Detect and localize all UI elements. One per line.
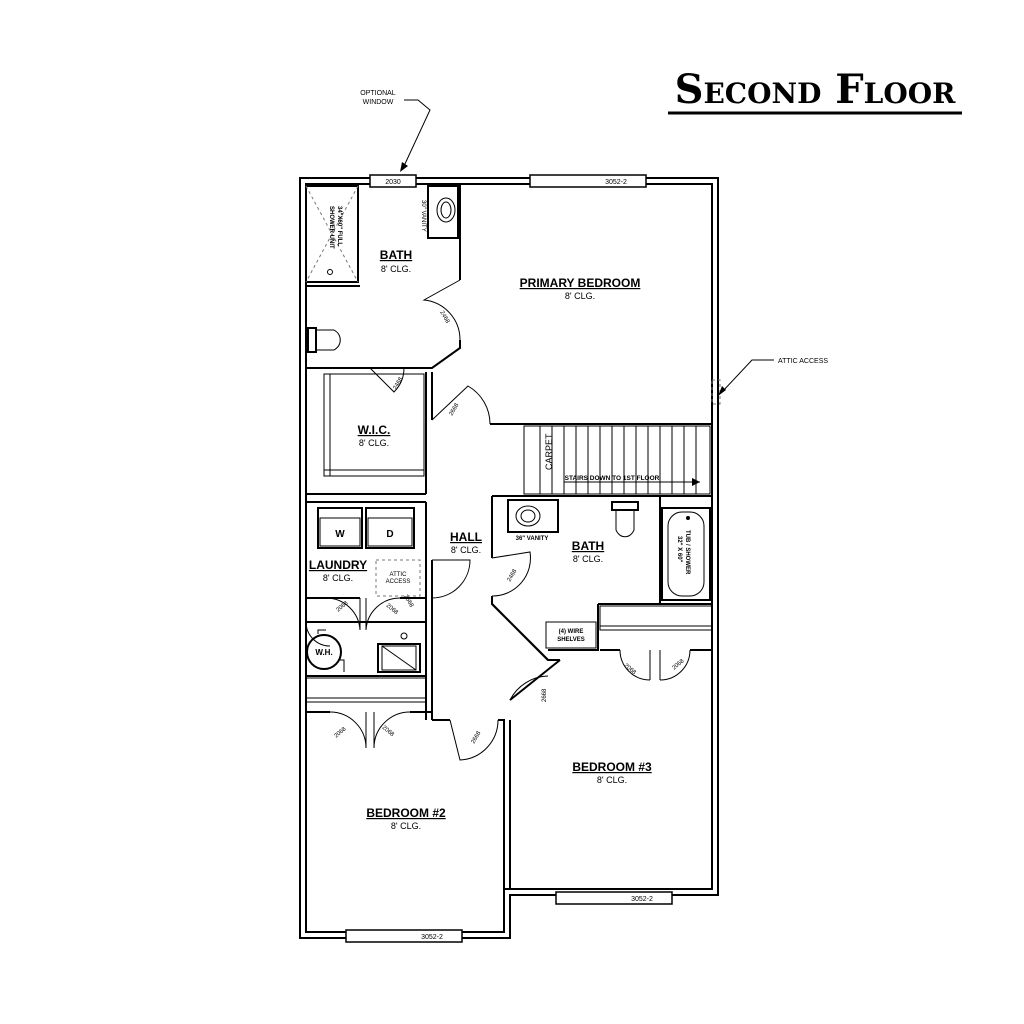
wire-shelves-label: SHELVES: [557, 637, 585, 643]
door-swings: [305, 279, 691, 761]
room-clg-hall: 8' CLG.: [451, 545, 481, 555]
callouts: OPTIONAL WINDOW ATTIC ACCESS: [360, 90, 828, 396]
tub-label: 32" X 60": [676, 536, 682, 563]
vanity-label: 36" VANITY: [516, 536, 549, 542]
room-clg-bedroom2: 8' CLG.: [391, 821, 421, 831]
door-size-label: 2068: [623, 663, 638, 677]
room-name-bath2: BATH: [572, 539, 604, 553]
window-label: 3052-2: [421, 934, 443, 941]
shower-label: SHOWER UNIT: [328, 206, 334, 249]
window-label: 3052-2: [631, 896, 653, 903]
water-heater-label: W.H.: [315, 648, 332, 657]
tub-shower: [661, 507, 711, 601]
wire-shelves-box: [545, 621, 597, 649]
door-size-label: 2068: [335, 600, 350, 614]
toilet: [307, 327, 317, 353]
door-size-label: 2668: [471, 730, 483, 745]
water-heater: [306, 634, 342, 670]
dryer-label: D: [386, 529, 393, 540]
vanity-label: 30" VANITY: [420, 200, 426, 232]
room-clg-laundry: 8' CLG.: [323, 573, 353, 583]
attic-access-hatch: [375, 559, 421, 597]
closet-shelves: [305, 373, 713, 703]
toilet-bath2: [611, 501, 639, 511]
page-title: Second Floor: [675, 66, 957, 113]
title-block: Second Floor: [668, 66, 962, 115]
door-size-label: 2068: [333, 726, 348, 740]
attic-access-note: ATTIC ACCESS: [778, 358, 828, 365]
door-size-label: 2468: [507, 568, 519, 583]
door-size-label: 2068: [381, 725, 396, 739]
windows: 2030 3052-2 3052-2 3052-2: [345, 174, 673, 943]
room-name-laundry: LAUNDRY: [309, 558, 367, 572]
room-clg-bath2: 8' CLG.: [573, 554, 603, 564]
shower-label: 34"X60" FULL: [336, 206, 342, 246]
washer-label: W: [335, 529, 345, 540]
door-size-label: 2668: [542, 688, 548, 702]
stairs-label: STAIRS DOWN TO 1ST FLOOR: [565, 475, 660, 482]
fixtures: 34"X60" FULL SHOWER UNIT 30" VANITY W D …: [305, 185, 721, 673]
door-size-label: 2068: [385, 603, 400, 617]
stairs: STAIRS DOWN TO 1ST FLOOR CARPET: [523, 425, 711, 495]
room-name-bedroom3: BEDROOM #3: [572, 760, 652, 774]
window-label: 2030: [385, 179, 401, 186]
attic-access-label: ATTIC: [390, 572, 408, 578]
room-name-hall: HALL: [450, 530, 482, 544]
optional-window-note: WINDOW: [363, 99, 394, 106]
room-clg-bath1: 8' CLG.: [381, 264, 411, 274]
room-clg-bedroom3: 8' CLG.: [597, 775, 627, 785]
room-labels: BATH 8' CLG. PRIMARY BEDROOM 8' CLG. W.I…: [309, 248, 652, 831]
door-size-label: 2068: [671, 658, 686, 672]
dryer: [365, 507, 415, 549]
optional-window-note: OPTIONAL: [360, 90, 396, 97]
carpet-label: CARPET: [544, 433, 554, 470]
laundry-sink: [377, 643, 421, 673]
room-name-wic: W.I.C.: [358, 423, 391, 437]
tub-label: TUB / SHOWER: [684, 530, 690, 575]
window-label: 3052-2: [605, 179, 627, 186]
room-name-bath1: BATH: [380, 248, 412, 262]
washer: [317, 507, 363, 549]
door-size-label: 2668: [449, 402, 461, 417]
vanity-30: [427, 185, 459, 239]
room-name-primary: PRIMARY BEDROOM: [520, 276, 641, 290]
room-clg-primary: 8' CLG.: [565, 291, 595, 301]
room-clg-wic: 8' CLG.: [359, 438, 389, 448]
wire-shelves-label: (4) WIRE: [559, 629, 584, 635]
room-name-bedroom2: BEDROOM #2: [366, 806, 446, 820]
attic-access-label: ACCESS: [386, 579, 411, 585]
vanity-36: [507, 499, 559, 533]
interior-walls: [306, 184, 712, 889]
door-labels: 2468 2468 2668 2668 2068 2068 2068 2068 …: [333, 310, 686, 745]
shower-unit: [305, 185, 359, 283]
